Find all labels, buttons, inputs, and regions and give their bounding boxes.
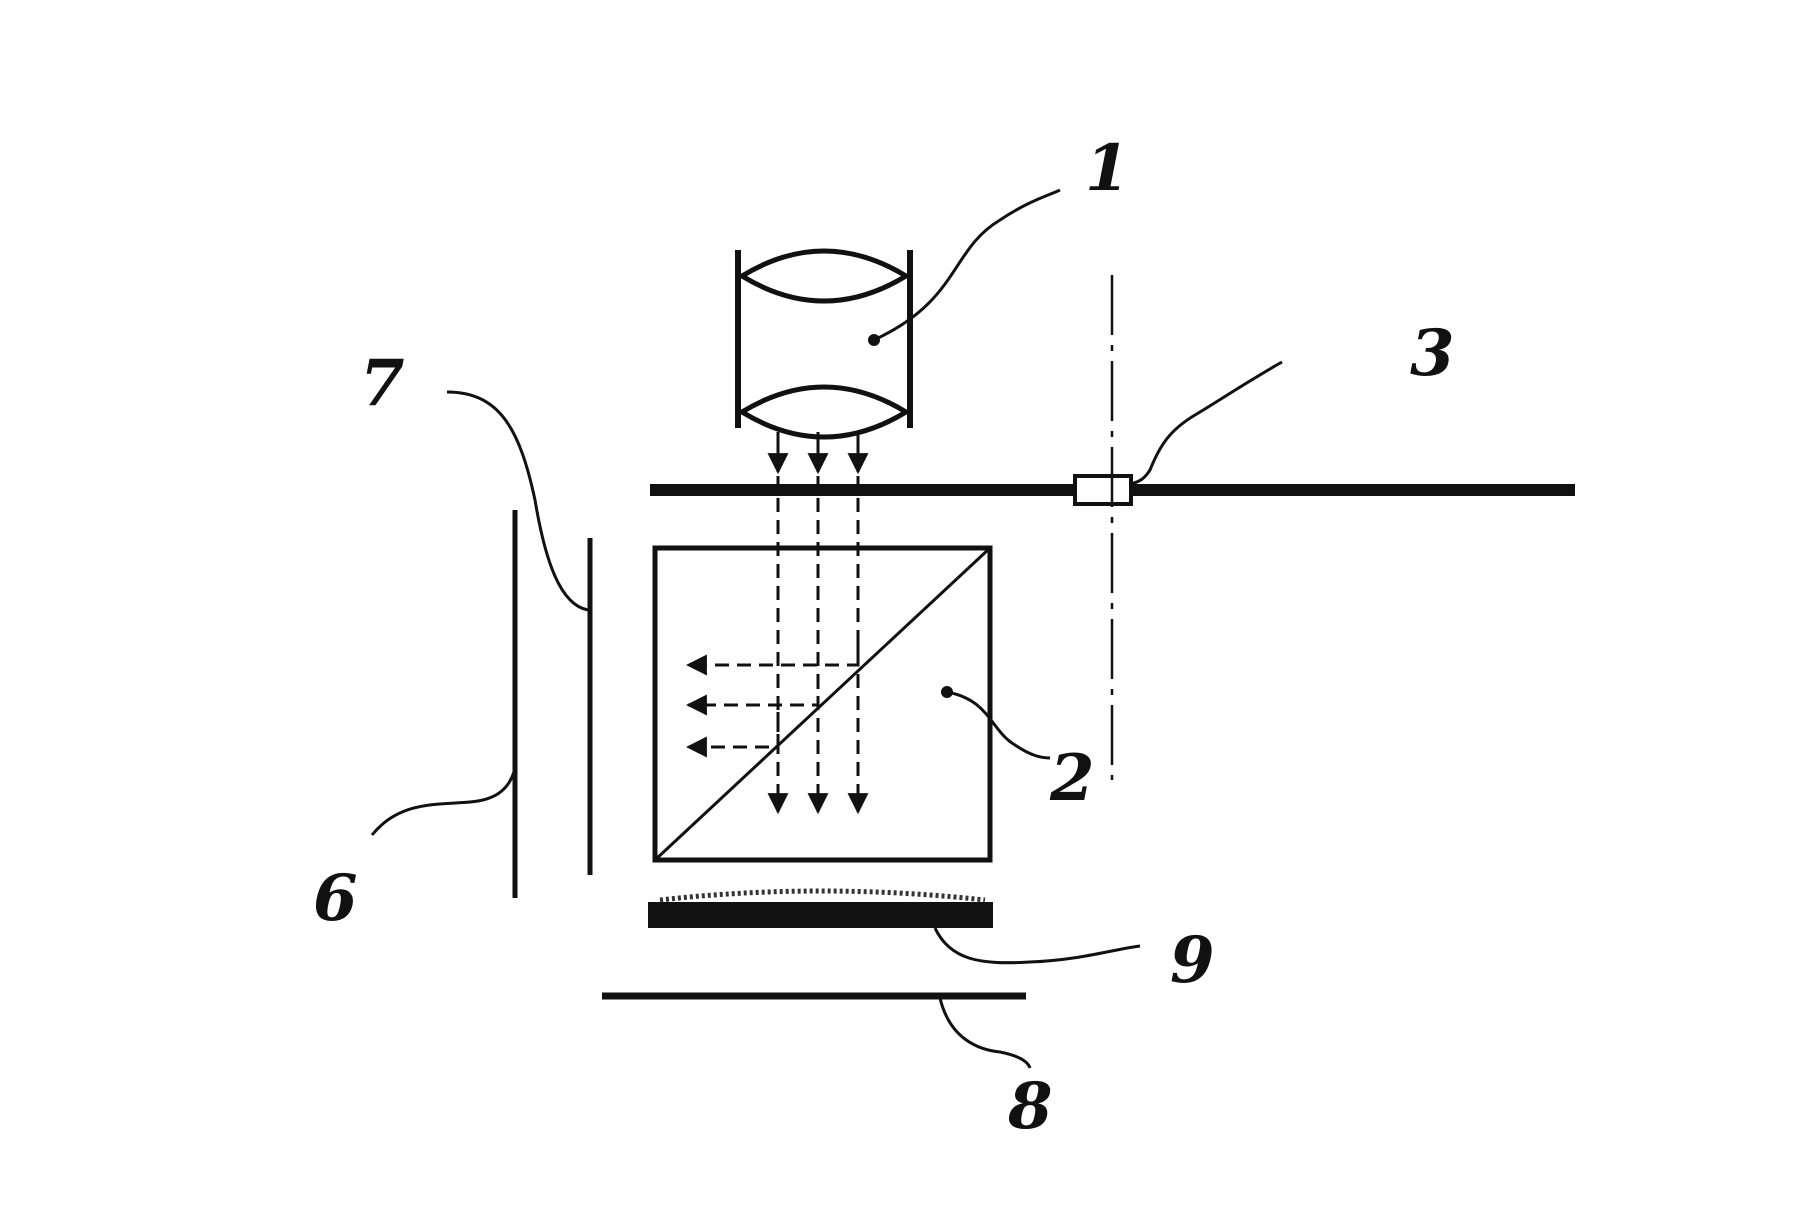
bottom-plate-leader-line	[938, 997, 1032, 1069]
dark-layer-leader-line	[933, 927, 1141, 965]
upper-lens-element	[737, 248, 911, 304]
label-left-plate: 6	[313, 861, 358, 936]
left-plate-leader-line	[370, 771, 516, 836]
label-bottom-plate: 8	[1007, 1069, 1053, 1144]
reflected-ray-middle	[685, 675, 820, 716]
rail-slider	[1073, 474, 1133, 506]
reflected-ray-bottom	[685, 712, 780, 758]
dark-layer-texture	[659, 888, 986, 903]
dark-layer-bar	[648, 902, 993, 928]
beam-splitter-diagonal	[653, 546, 992, 862]
label-beam-splitter: 2	[1049, 741, 1095, 816]
lens-leader-line	[873, 188, 1061, 342]
dark-layer	[648, 888, 1141, 965]
reflected-ray-top	[685, 640, 860, 676]
bottom-plate	[602, 992, 1032, 1069]
beam-splitter	[652, 545, 1051, 863]
label-right-plate: 7	[360, 346, 405, 421]
label-dark-layer: 9	[1170, 923, 1215, 998]
incoming-rays	[767, 432, 869, 815]
rail-leader-line	[1129, 360, 1283, 486]
label-rail: 3	[1410, 316, 1455, 391]
side-plates	[370, 390, 593, 898]
lens-assembly	[735, 188, 1061, 440]
lower-lens-element	[737, 384, 911, 440]
splitter-leader-line	[946, 690, 1051, 760]
beam-splitter-frame	[652, 545, 993, 863]
right-plate-leader-line	[446, 390, 589, 612]
label-lens: 1	[1085, 131, 1130, 206]
